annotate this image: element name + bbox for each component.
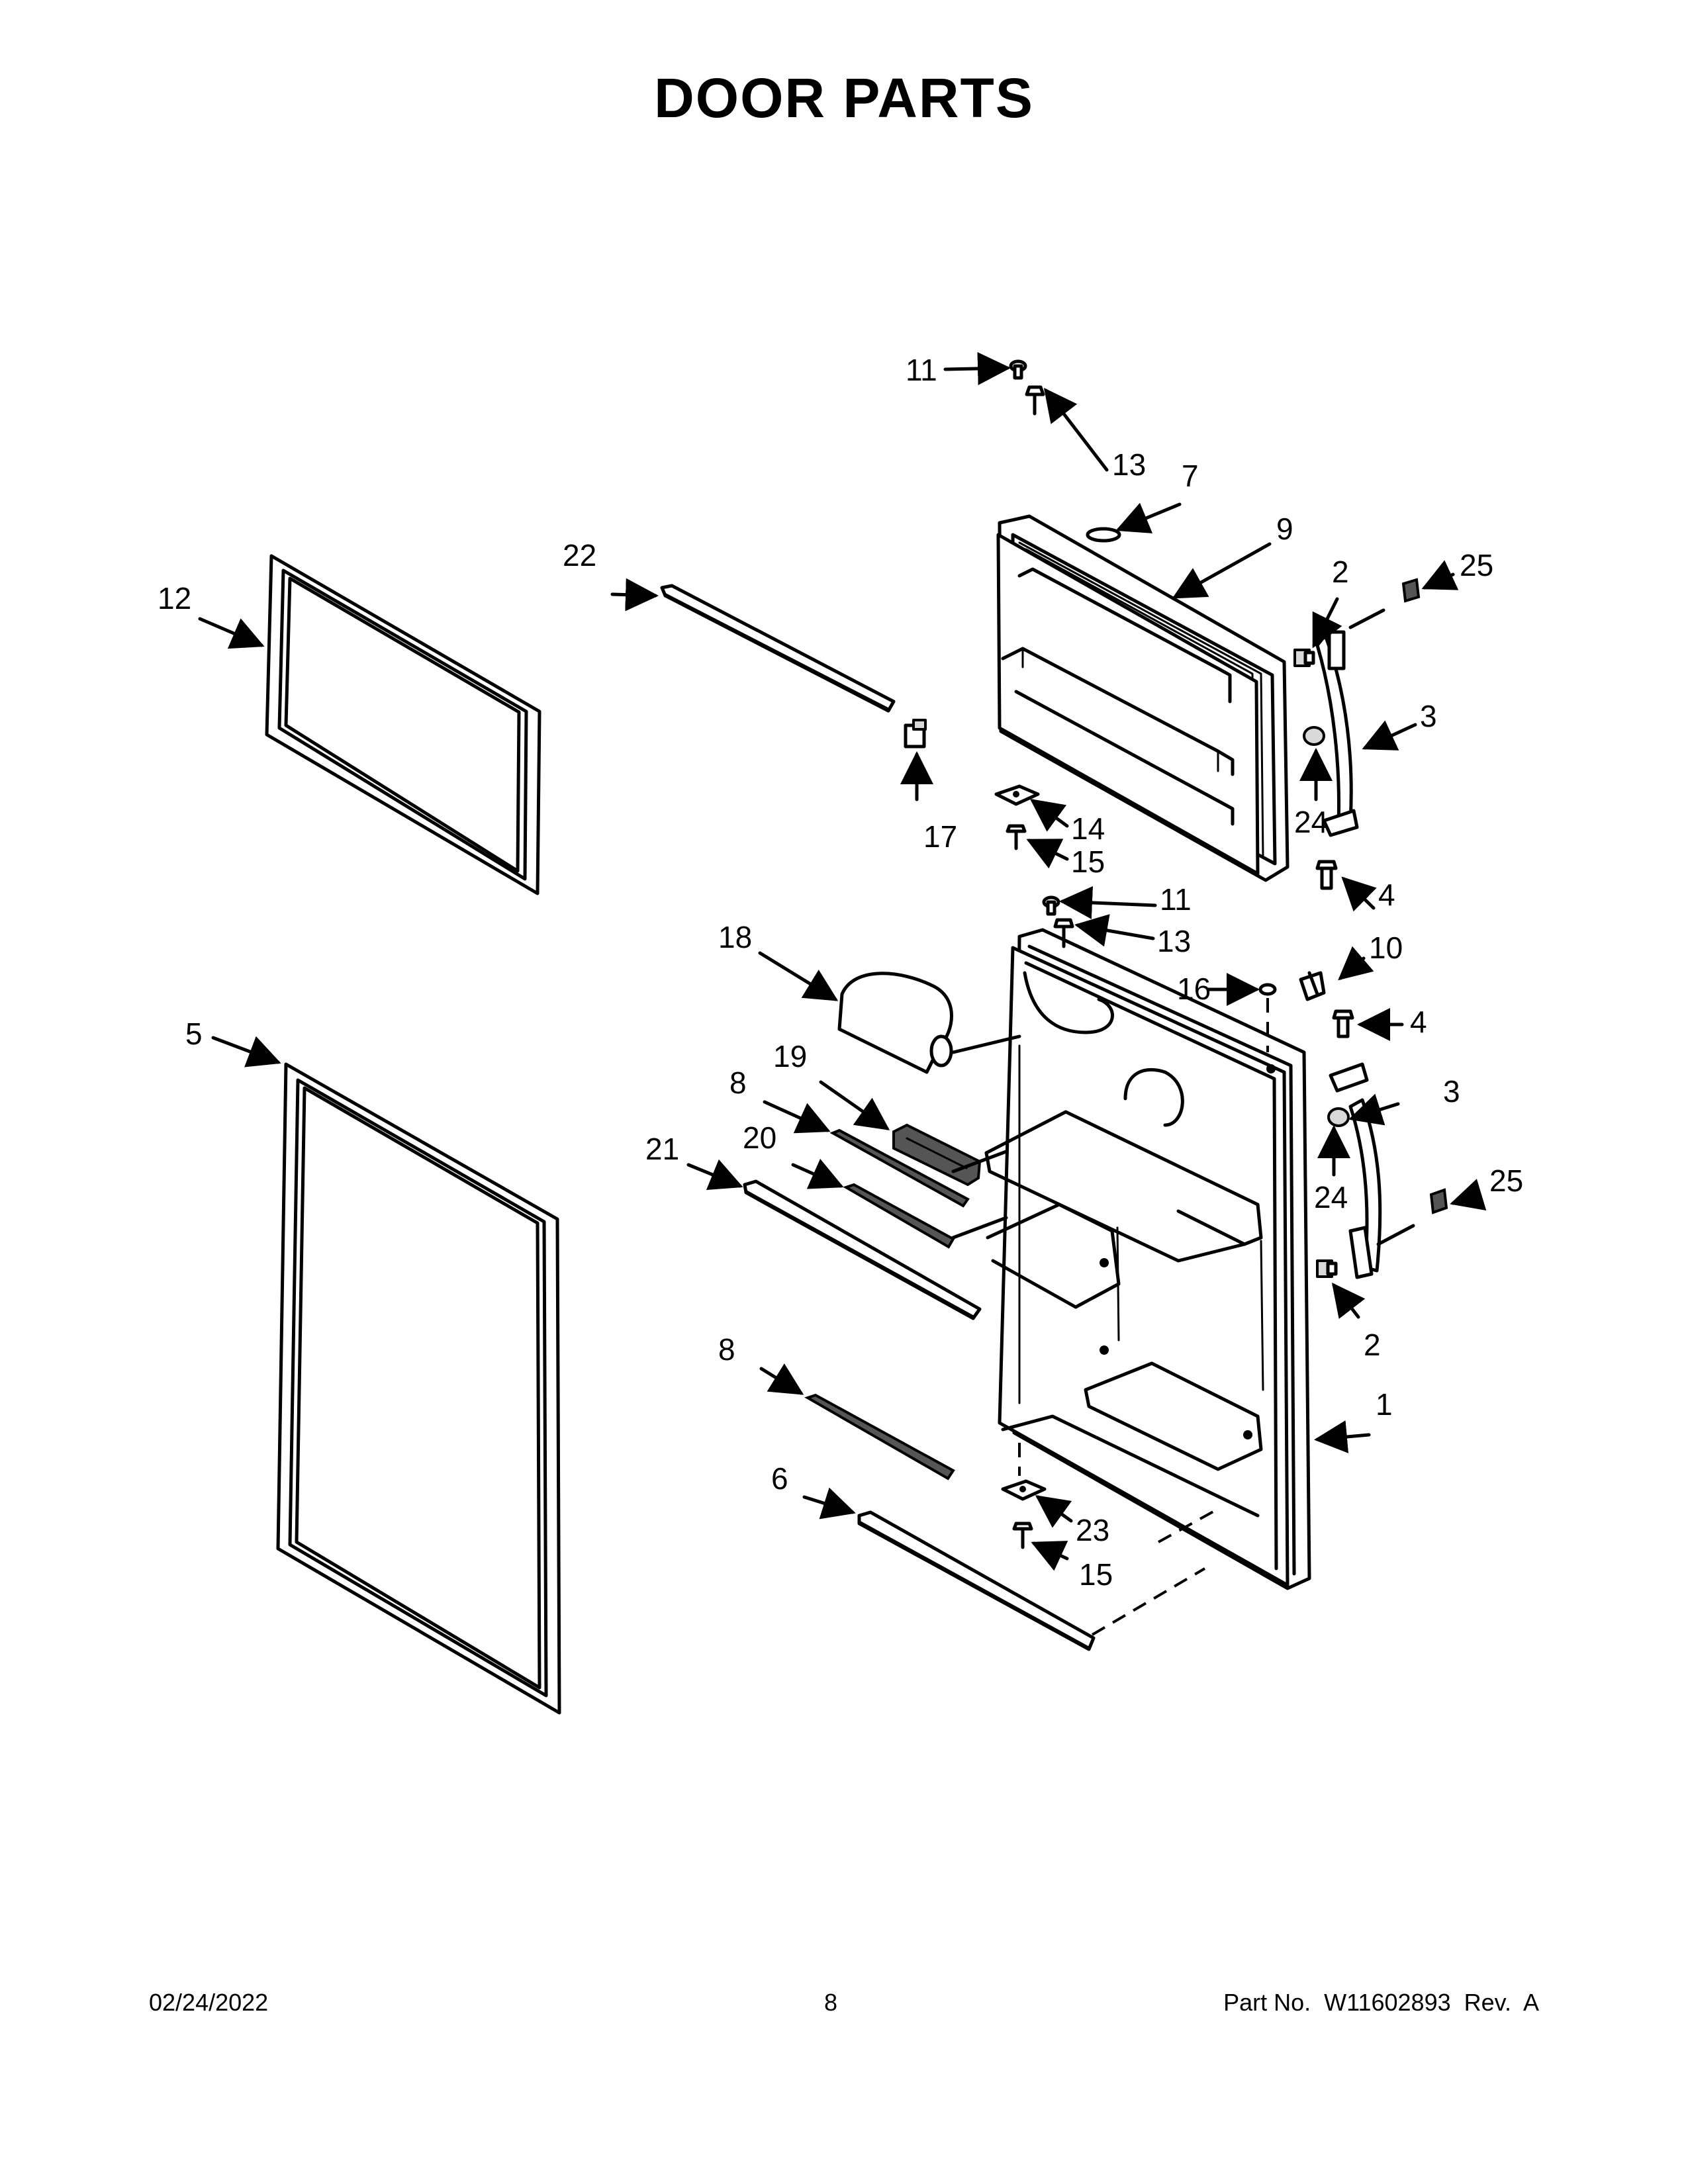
door-hole-plug xyxy=(1258,983,1277,1052)
callout-11-lower: 11 xyxy=(1160,882,1192,917)
callout-9: 9 xyxy=(1276,512,1293,546)
hinge-screw-lower xyxy=(1053,918,1074,948)
callout-2-top: 2 xyxy=(1332,555,1349,589)
callout-6: 6 xyxy=(771,1461,788,1496)
handle-end-cap-fresh-food xyxy=(1429,1188,1448,1214)
footer-page-number: 8 xyxy=(824,1989,838,2016)
handle-screw-fresh-food xyxy=(1332,1009,1354,1038)
callout-4-top: 4 xyxy=(1378,878,1395,912)
callout-8-lower: 8 xyxy=(718,1332,735,1367)
handle-spacer-freezer xyxy=(1303,726,1325,746)
footer-date: 02/24/2022 xyxy=(149,1989,269,2016)
callout-5: 5 xyxy=(185,1017,203,1051)
freezer-lower-hinge-bracket xyxy=(994,784,1040,806)
callout-labels: 11 13 7 9 2 25 3 24 4 10 4 3 24 25 2 1 1… xyxy=(158,353,1523,1592)
handle-end-cap-freezer xyxy=(1401,578,1421,603)
callout-3-lower: 3 xyxy=(1443,1074,1460,1109)
callout-16: 16 xyxy=(1177,972,1211,1006)
callout-2-lower: 2 xyxy=(1364,1328,1381,1362)
callout-20: 20 xyxy=(743,1120,776,1155)
door-stop xyxy=(1299,971,1326,1001)
hinge-hole-plug-lower xyxy=(1042,895,1060,916)
callout-13-top: 13 xyxy=(1112,447,1146,482)
hinge-screw-fresh-food-bottom xyxy=(1012,1522,1033,1549)
handle-screw-freezer xyxy=(1315,860,1338,890)
freezer-door-gasket xyxy=(265,554,541,895)
callout-12: 12 xyxy=(158,581,191,615)
page-title: DOOR PARTS xyxy=(654,67,1034,129)
handle-mounting-stud-fresh-food xyxy=(1316,1259,1338,1278)
fresh-food-door-bottom-bar xyxy=(857,1510,1096,1651)
callout-8-upper: 8 xyxy=(729,1066,747,1100)
shelf-retainer-clip xyxy=(904,719,927,749)
callout-19: 19 xyxy=(773,1039,807,1073)
callout-3-top: 3 xyxy=(1420,699,1437,733)
dairy-compartment-door xyxy=(837,972,1021,1074)
callout-7: 7 xyxy=(1182,459,1199,493)
handle-mounting-stud-freezer xyxy=(1293,649,1315,667)
freezer-door-shelf-bar xyxy=(660,584,896,713)
callout-13-lower: 13 xyxy=(1157,924,1191,958)
fresh-food-door-shelf-bar xyxy=(743,1179,982,1320)
callout-18: 18 xyxy=(718,920,752,954)
callout-25-top: 25 xyxy=(1460,548,1493,582)
callout-1: 1 xyxy=(1376,1387,1393,1422)
handle-spacer-fresh-food xyxy=(1327,1107,1350,1127)
callout-24-lower: 24 xyxy=(1314,1180,1348,1214)
callout-21: 21 xyxy=(645,1132,679,1166)
footer-part-number: Part No. W11602893 Rev. A xyxy=(1223,1989,1539,2016)
shelf-trim-lower xyxy=(804,1393,955,1480)
fresh-food-door-gasket xyxy=(276,1062,561,1715)
callout-11-top: 11 xyxy=(906,353,937,387)
freezer-door-handle xyxy=(1315,630,1359,837)
freezer-door-assembly xyxy=(996,514,1289,882)
callout-17: 17 xyxy=(923,819,957,854)
hinge-hole-plug-top xyxy=(1009,359,1027,380)
door-cam xyxy=(1086,527,1121,543)
fresh-food-lower-hinge-bracket xyxy=(1001,1479,1047,1501)
callout-14: 14 xyxy=(1071,811,1105,846)
callout-15-lower: 15 xyxy=(1079,1557,1113,1592)
callout-23: 23 xyxy=(1076,1513,1109,1547)
callout-15-top: 15 xyxy=(1071,844,1105,879)
callout-22: 22 xyxy=(563,538,596,572)
hinge-screw-top xyxy=(1025,385,1045,416)
shelf-trim-upper xyxy=(829,1128,970,1208)
callout-24-top: 24 xyxy=(1294,805,1328,839)
hinge-screw-freezer-bottom xyxy=(1006,824,1027,850)
shelf-trim-middle xyxy=(843,1183,955,1249)
callout-10: 10 xyxy=(1369,931,1403,965)
callout-25-lower: 25 xyxy=(1489,1163,1523,1198)
callout-leaders xyxy=(198,351,1487,1571)
callout-4-lower: 4 xyxy=(1410,1005,1427,1039)
fresh-food-door-handle xyxy=(1329,1062,1382,1279)
fresh-food-door-assembly xyxy=(984,928,1311,1590)
